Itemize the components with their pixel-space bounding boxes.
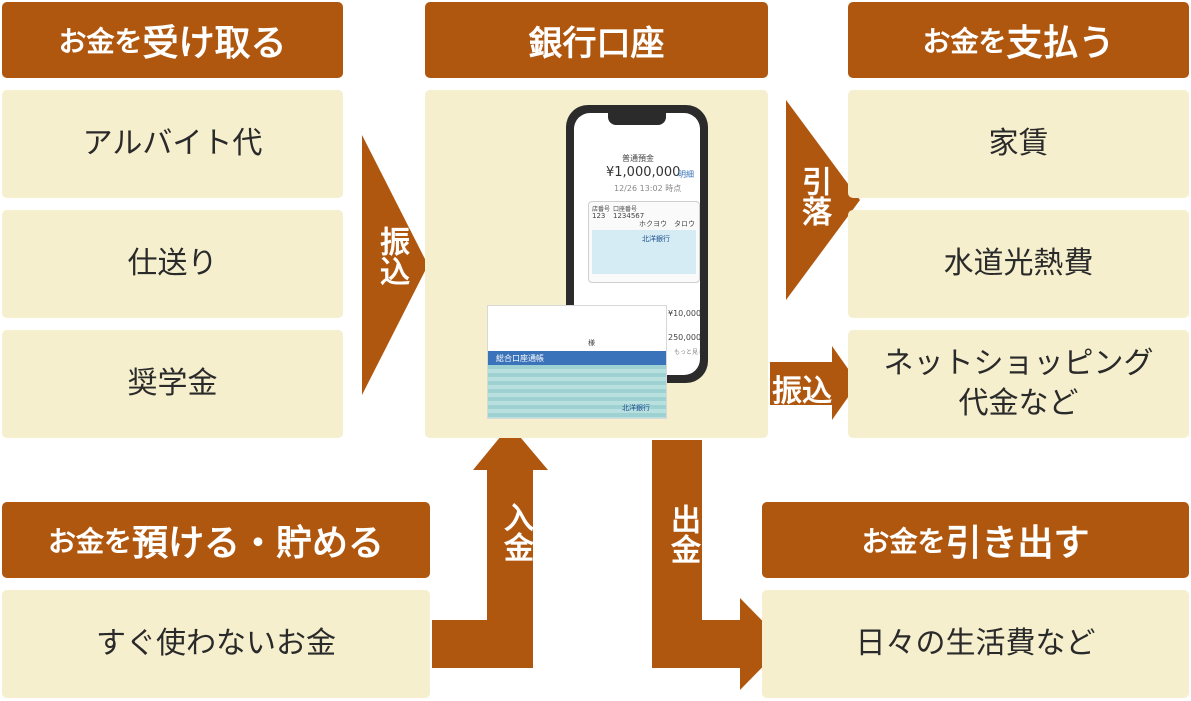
card-account-no: 1234567: [613, 212, 645, 220]
deposit-arrow: [432, 425, 548, 668]
transfer-out-arrow: [770, 346, 858, 420]
header-withdraw-main: 引き出す: [945, 523, 1090, 564]
header-deposit-prefix: お金を: [47, 525, 132, 558]
passbook-cover: 北洋銀行: [488, 365, 666, 418]
pay-item-utilities: 水道光熱費: [848, 210, 1189, 318]
phone-notch: [608, 113, 666, 125]
header-withdraw: お金を引き出す: [762, 502, 1189, 578]
header-withdraw-prefix: お金を: [861, 525, 946, 558]
label-deposit: 入金: [498, 502, 533, 562]
header-deposit: お金を預ける・貯める: [2, 502, 430, 578]
header-bank: 銀行口座: [425, 2, 768, 78]
phone-row2-amount: 250,000: [668, 333, 700, 342]
transfer-in-arrow: [362, 135, 428, 395]
debit-arrow: [786, 100, 860, 300]
card-branch-no: 123: [592, 212, 606, 220]
phone-account-type: 普通預金: [622, 154, 654, 163]
pay-item-rent: 家賃: [848, 90, 1189, 198]
header-receive-prefix: お金を: [58, 25, 143, 58]
phone-date: 12/26 13:02 時点: [614, 184, 682, 193]
card-branch-label: 店番号: [592, 206, 611, 213]
header-pay: お金を支払う: [848, 2, 1189, 78]
card-bank-name: 北洋銀行: [642, 235, 670, 243]
withdraw-item: 日々の生活費など: [762, 590, 1189, 698]
card-account-label: 口座番号: [613, 206, 638, 213]
receive-item-allowance: 仕送り: [2, 210, 343, 318]
phone-balance: ¥1,000,000: [606, 165, 681, 180]
receive-item-parttime: アルバイト代: [2, 90, 343, 198]
withdraw-arrow: [652, 440, 785, 690]
card-artwork: 北洋銀行: [592, 230, 696, 274]
header-pay-main: 支払う: [1006, 23, 1115, 64]
label-withdraw: 出金: [665, 504, 700, 564]
label-debit: 引落: [796, 166, 831, 226]
receive-item-scholarship: 奨学金: [2, 330, 343, 438]
phone-account-card: 店番号 123 口座番号 1234567 ホクヨウ タロウ 北洋銀行: [588, 201, 700, 283]
phone-detail-link: 明細: [678, 170, 694, 179]
header-bank-main: 銀行口座: [528, 23, 665, 64]
header-receive: お金を受け取る: [2, 2, 343, 78]
phone-more: もっと見る: [674, 349, 700, 356]
passbook-bank: 北洋銀行: [622, 404, 650, 412]
passbook-title: 総合口座通帳: [496, 354, 544, 363]
label-transfer-out: 振込: [772, 374, 832, 409]
passbook-illustration: 様 総合口座通帳 北洋銀行: [487, 305, 667, 419]
phone-row1-amount: ¥10,000: [668, 309, 700, 318]
card-holder: ホクヨウ タロウ: [639, 220, 695, 228]
header-deposit-main: 預ける・貯める: [132, 523, 385, 564]
header-receive-main: 受け取る: [142, 23, 287, 64]
header-pay-prefix: お金を: [922, 25, 1007, 58]
pay-item-shopping: ネットショッピング 代金など: [848, 330, 1189, 438]
deposit-item: すぐ使わないお金: [2, 590, 430, 698]
label-transfer-in: 振込: [374, 226, 409, 286]
passbook-band: 総合口座通帳: [488, 351, 666, 365]
passbook-sama: 様: [588, 339, 595, 347]
